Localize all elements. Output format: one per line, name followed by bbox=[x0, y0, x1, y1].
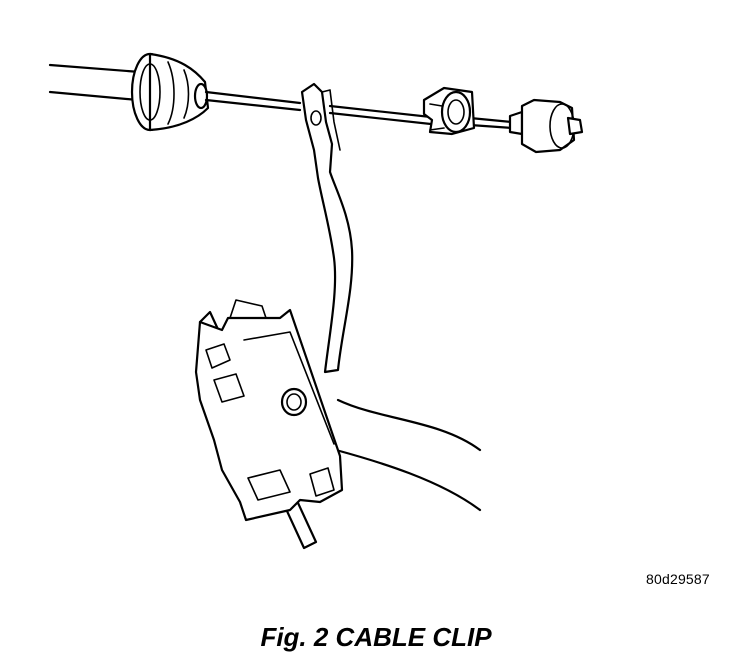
reference-code: 80d29587 bbox=[646, 571, 710, 587]
cable-wire bbox=[204, 90, 514, 130]
pedal-arm bbox=[300, 82, 482, 512]
cable-clip bbox=[422, 86, 476, 136]
pedal-pad-assembly bbox=[194, 299, 344, 550]
cable-sheath bbox=[48, 63, 142, 102]
figure-caption: Fig. 2 CABLE CLIP bbox=[260, 622, 492, 652]
cable-grommet bbox=[130, 52, 210, 132]
cable-end-fitting bbox=[508, 98, 584, 154]
